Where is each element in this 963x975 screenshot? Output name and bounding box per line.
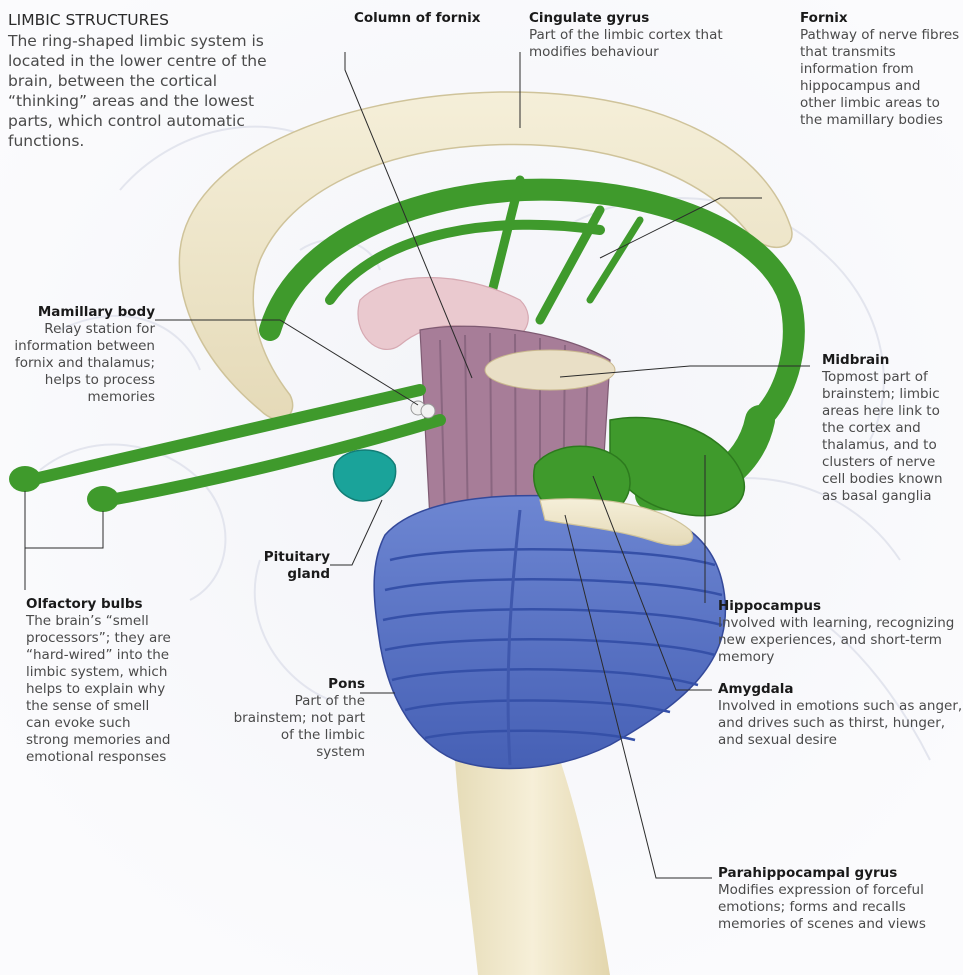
midbrain-title: Midbrain: [822, 352, 960, 369]
midbrain-desc: Topmost part of brainstem; limbic areas …: [822, 369, 960, 505]
label-olfactory-bulbs: Olfactory bulbs The brain’s “smell proce…: [26, 596, 176, 766]
label-cingulate-gyrus: Cingulate gyrus Part of the limbic corte…: [529, 10, 744, 61]
mamillary-body-title: Mamillary body: [10, 304, 155, 321]
intro-block: LIMBIC STRUCTURES The ring-shaped limbic…: [8, 10, 298, 151]
olfactory-bulbs-title: Olfactory bulbs: [26, 596, 176, 613]
hippocampus-title: Hippocampus: [718, 598, 958, 615]
label-midbrain: Midbrain Topmost part of brainstem; limb…: [822, 352, 960, 505]
hippocampus-desc: Involved with learning, recognizing new …: [718, 615, 958, 666]
amygdala-title: Amygdala: [718, 681, 963, 698]
fornix-title: Fornix: [800, 10, 960, 27]
olfactory-bulbs-desc: The brain’s “smell processors”; they are…: [26, 613, 176, 766]
parahippocampal-gyrus-title: Parahippocampal gyrus: [718, 865, 963, 882]
mamillary-body-desc: Relay station for information between fo…: [10, 321, 155, 406]
pituitary-gland-title: Pituitary gland: [240, 549, 330, 583]
label-mamillary-body: Mamillary body Relay station for informa…: [10, 304, 155, 406]
intro-heading: LIMBIC STRUCTURES: [8, 10, 298, 30]
parahippocampal-gyrus-desc: Modifies expression of forceful emotions…: [718, 882, 963, 933]
cingulate-gyrus-desc: Part of the limbic cortex that modifies …: [529, 27, 744, 61]
column-of-fornix-title: Column of fornix: [354, 10, 480, 27]
fornix-desc: Pathway of nerve fibres that transmits i…: [800, 27, 960, 129]
label-amygdala: Amygdala Involved in emotions such as an…: [718, 681, 963, 749]
label-parahippocampal-gyrus: Parahippocampal gyrus Modifies expressio…: [718, 865, 963, 933]
label-pons: Pons Part of the brainstem; not part of …: [230, 676, 365, 761]
pons-title: Pons: [230, 676, 365, 693]
label-fornix: Fornix Pathway of nerve fibres that tran…: [800, 10, 960, 129]
amygdala-desc: Involved in emotions such as anger, and …: [718, 698, 963, 749]
intro-text: The ring-shaped limbic system is located…: [8, 32, 267, 150]
pons-desc: Part of the brainstem; not part of the l…: [230, 693, 365, 761]
label-pituitary-gland: Pituitary gland: [240, 549, 330, 583]
cingulate-gyrus-title: Cingulate gyrus: [529, 10, 744, 27]
label-column-of-fornix: Column of fornix: [354, 10, 480, 27]
label-hippocampus: Hippocampus Involved with learning, reco…: [718, 598, 958, 666]
